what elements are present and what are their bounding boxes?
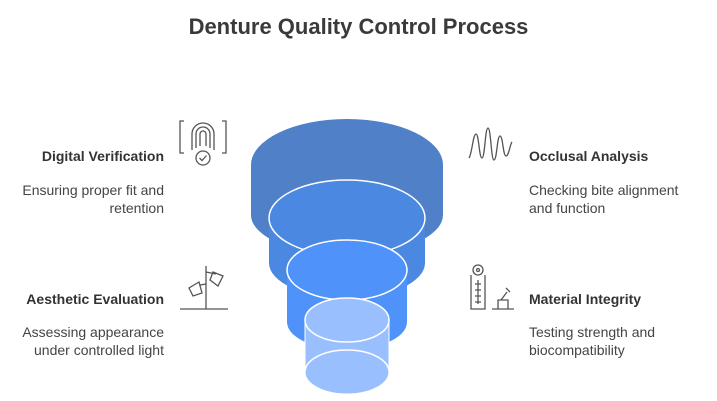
step-title-digital-verification: Digital Verification (41, 148, 164, 164)
step-title-occlusal-analysis: Occlusal Analysis (529, 148, 649, 164)
fingerprint-check-icon (179, 120, 227, 166)
desc-line: and function (529, 200, 606, 216)
desc-line: Checking bite alignment (529, 182, 679, 198)
page-title: Denture Quality Control Process (188, 14, 529, 39)
waveform-icon (468, 127, 513, 161)
desc-line: Ensuring proper fit and (22, 182, 164, 198)
step-desc-occlusal-analysis: Checking bite alignment and function (529, 181, 678, 217)
step-desc-digital-verification: Ensuring proper fit and retention (22, 181, 164, 217)
desc-line: retention (109, 200, 164, 216)
step-desc-aesthetic-evaluation: Assessing appearance under controlled lig… (22, 323, 164, 359)
step-desc-material-integrity: Testing strength and biocompatibility (529, 323, 655, 359)
desc-line: biocompatibility (529, 342, 625, 358)
step-title-aesthetic-evaluation: Aesthetic Evaluation (26, 291, 164, 307)
funnel-level-4 (304, 297, 390, 395)
desc-line: Assessing appearance (22, 324, 164, 340)
desc-line: under controlled light (34, 342, 164, 358)
test-gauge-icon (470, 264, 514, 310)
desc-line: Testing strength and (529, 324, 656, 340)
step-title-material-integrity: Material Integrity (529, 291, 642, 307)
lamp-icon (180, 266, 228, 310)
